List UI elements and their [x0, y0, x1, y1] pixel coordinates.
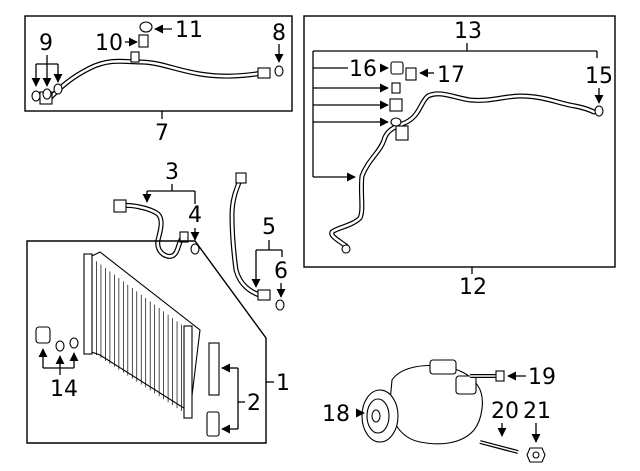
bolt-part-19: 19	[470, 365, 556, 390]
o-ring	[390, 117, 402, 127]
callout-13: 13	[454, 19, 482, 44]
receiver-plug	[206, 411, 220, 437]
condenser-cap	[35, 326, 51, 344]
callout-14: 14	[50, 377, 78, 402]
callout-12: 12	[459, 275, 487, 300]
service-port	[389, 98, 403, 112]
compressor: 18	[322, 359, 483, 445]
suction-hose-group: 3 4	[113, 160, 202, 259]
hose-fitting-end	[179, 231, 189, 243]
o-ring-part-4	[190, 243, 200, 255]
callout-19: 19	[528, 365, 556, 390]
hose-end-fitting	[257, 67, 271, 79]
service-valve-stem	[130, 51, 140, 63]
callout-2: 2	[247, 391, 261, 416]
valve-core-part-10	[138, 34, 149, 48]
condenser-tank-left	[83, 253, 93, 355]
pipe-fitting-bottom	[257, 289, 271, 301]
callout-5: 5	[262, 215, 276, 240]
stud-part-20: 20	[479, 399, 519, 454]
callout-17: 17	[437, 63, 465, 88]
compressor-port	[429, 359, 457, 375]
compressor-control-valve	[455, 375, 477, 395]
o-ring-part-15	[594, 105, 604, 117]
seal-part-9c	[53, 83, 63, 95]
callout-10: 10	[95, 31, 123, 56]
callout-11: 11	[175, 18, 203, 43]
callout-20: 20	[491, 399, 519, 424]
condenser-box: 1 2 14	[26, 240, 290, 444]
hose-assembly-box: 7 11 10 8 9	[24, 15, 293, 146]
cap-part-16	[390, 61, 404, 75]
liquid-line-end	[341, 244, 351, 254]
condenser-core	[83, 251, 201, 419]
callout-1: 1	[276, 371, 290, 396]
valve-core	[391, 82, 401, 94]
callout-3: 3	[165, 160, 179, 185]
callout-18: 18	[322, 402, 350, 427]
hose-fitting	[113, 199, 127, 213]
seal-part-9b	[42, 88, 52, 100]
o-ring-part-6	[275, 299, 285, 311]
o-ring-part-8	[274, 65, 284, 77]
callout-15: 15	[585, 64, 613, 89]
pressure-switch-part-17	[405, 67, 417, 81]
liquid-line-box: 12 13 16 17 15	[303, 15, 616, 300]
seal-14a	[55, 340, 65, 352]
callout-4: 4	[188, 203, 202, 228]
pipe-group: 5 6	[229, 172, 288, 311]
callout-16: 16	[349, 57, 377, 82]
pipe-fitting-top	[235, 172, 247, 184]
callout-8: 8	[272, 21, 286, 46]
callout-9: 9	[39, 31, 53, 56]
seal-part-9a	[31, 90, 41, 102]
compressor-hub	[371, 409, 381, 423]
seal-14b	[69, 337, 79, 349]
condenser-tank-right	[183, 325, 193, 419]
callout-7: 7	[155, 121, 169, 146]
callout-21: 21	[523, 399, 551, 424]
receiver-drier	[208, 342, 220, 396]
callout-6: 6	[274, 259, 288, 284]
liquid-line-fitting	[395, 125, 409, 141]
nut-part-21: 21	[523, 399, 551, 463]
valve-cap-part-11	[139, 21, 153, 33]
